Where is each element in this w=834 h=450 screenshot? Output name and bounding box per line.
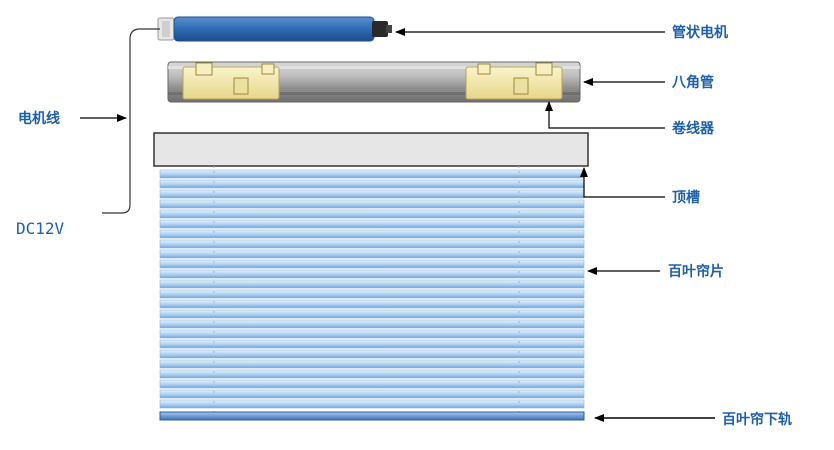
arrow-top-rail: [580, 167, 665, 198]
slat: [159, 179, 585, 189]
label-motor: 管状电机: [672, 24, 728, 41]
label-motor-cable: 电机线: [18, 110, 60, 127]
label-bottom-rail: 百叶帘下轨: [722, 411, 792, 428]
slat: [159, 279, 585, 289]
ladder-cords: [213, 166, 520, 412]
slat: [159, 349, 585, 359]
slat: [159, 249, 585, 259]
slat: [159, 289, 585, 299]
label-octagonal-tube: 八角管: [671, 74, 714, 91]
slat: [159, 189, 585, 199]
label-cord-reel: 卷线器: [671, 120, 715, 137]
slat: [159, 389, 585, 399]
slat: [159, 369, 585, 379]
motor-cable: [102, 28, 160, 214]
slat: [159, 339, 585, 349]
slat: [159, 259, 585, 269]
slat: [159, 169, 585, 179]
slat: [159, 299, 585, 309]
slat: [159, 399, 585, 409]
slats: [159, 169, 585, 409]
slat: [159, 229, 585, 239]
cord-reel-right: [465, 62, 563, 100]
cord-reel-left: [182, 62, 280, 100]
leader-arrows: [80, 28, 715, 422]
slat: [159, 269, 585, 279]
slat: [159, 209, 585, 219]
slat: [159, 239, 585, 249]
label-slats: 百叶帘片: [668, 263, 724, 280]
label-top-rail: 顶槽: [672, 189, 700, 206]
label-voltage: DC12V: [16, 219, 65, 238]
slat: [159, 309, 585, 319]
slat: [159, 329, 585, 339]
slat: [159, 219, 585, 229]
slat: [159, 359, 585, 369]
top-rail: [153, 132, 589, 167]
slat: [159, 199, 585, 209]
bottom-rail: [159, 411, 585, 421]
tubular-motor: [157, 16, 392, 42]
slat: [159, 379, 585, 389]
arrow-cord-reel: [545, 101, 665, 129]
slat: [159, 319, 585, 329]
